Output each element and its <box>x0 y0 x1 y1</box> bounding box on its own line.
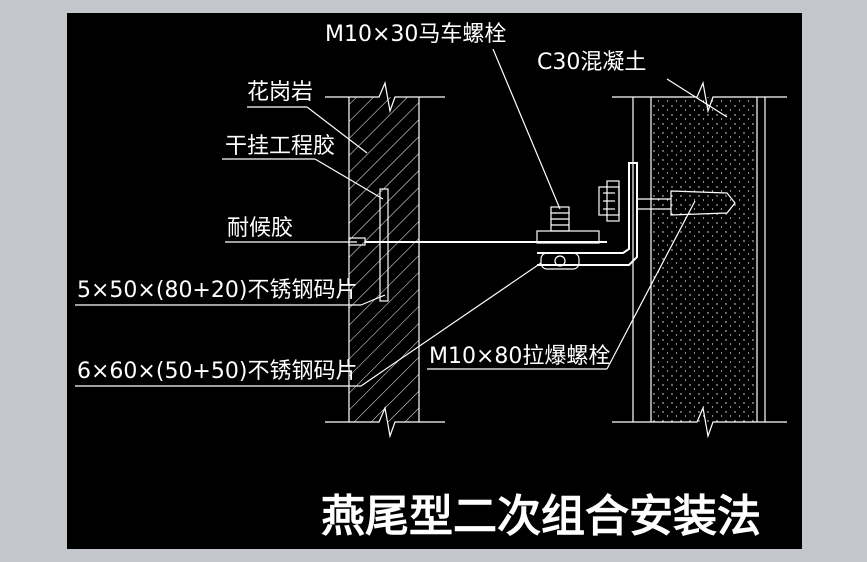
drawing-canvas: 花岗岩 干挂工程胶 耐候胶 5×50×(80+20)不锈钢码片 6×60×(50… <box>67 13 802 549</box>
drawing-title: 燕尾型二次组合安装法 <box>321 491 761 542</box>
stainless-clip-bracket <box>365 162 638 270</box>
label-clip-6x60: 6×60×(50+50)不锈钢码片 <box>77 359 357 384</box>
label-dry-hang-adhesive: 干挂工程胶 <box>225 134 335 159</box>
installation-detail-drawing: 花岗岩 干挂工程胶 耐候胶 5×50×(80+20)不锈钢码片 6×60×(50… <box>75 22 787 542</box>
granite-slab <box>325 80 445 439</box>
label-expansion-bolt: M10×80拉爆螺栓 <box>429 344 610 369</box>
leader-lines <box>75 48 728 387</box>
label-clip-5x50: 5×50×(80+20)不锈钢码片 <box>77 278 357 303</box>
label-granite: 花岗岩 <box>247 80 313 105</box>
expansion-bolt <box>598 180 736 222</box>
label-weather-sealant: 耐候胶 <box>227 216 293 241</box>
vertical-clip <box>379 188 389 302</box>
label-concrete: C30混凝土 <box>537 50 646 75</box>
concrete-wall <box>612 80 787 439</box>
label-carriage-bolt: M10×30马车螺栓 <box>325 22 506 47</box>
carriage-bolt <box>550 206 570 232</box>
